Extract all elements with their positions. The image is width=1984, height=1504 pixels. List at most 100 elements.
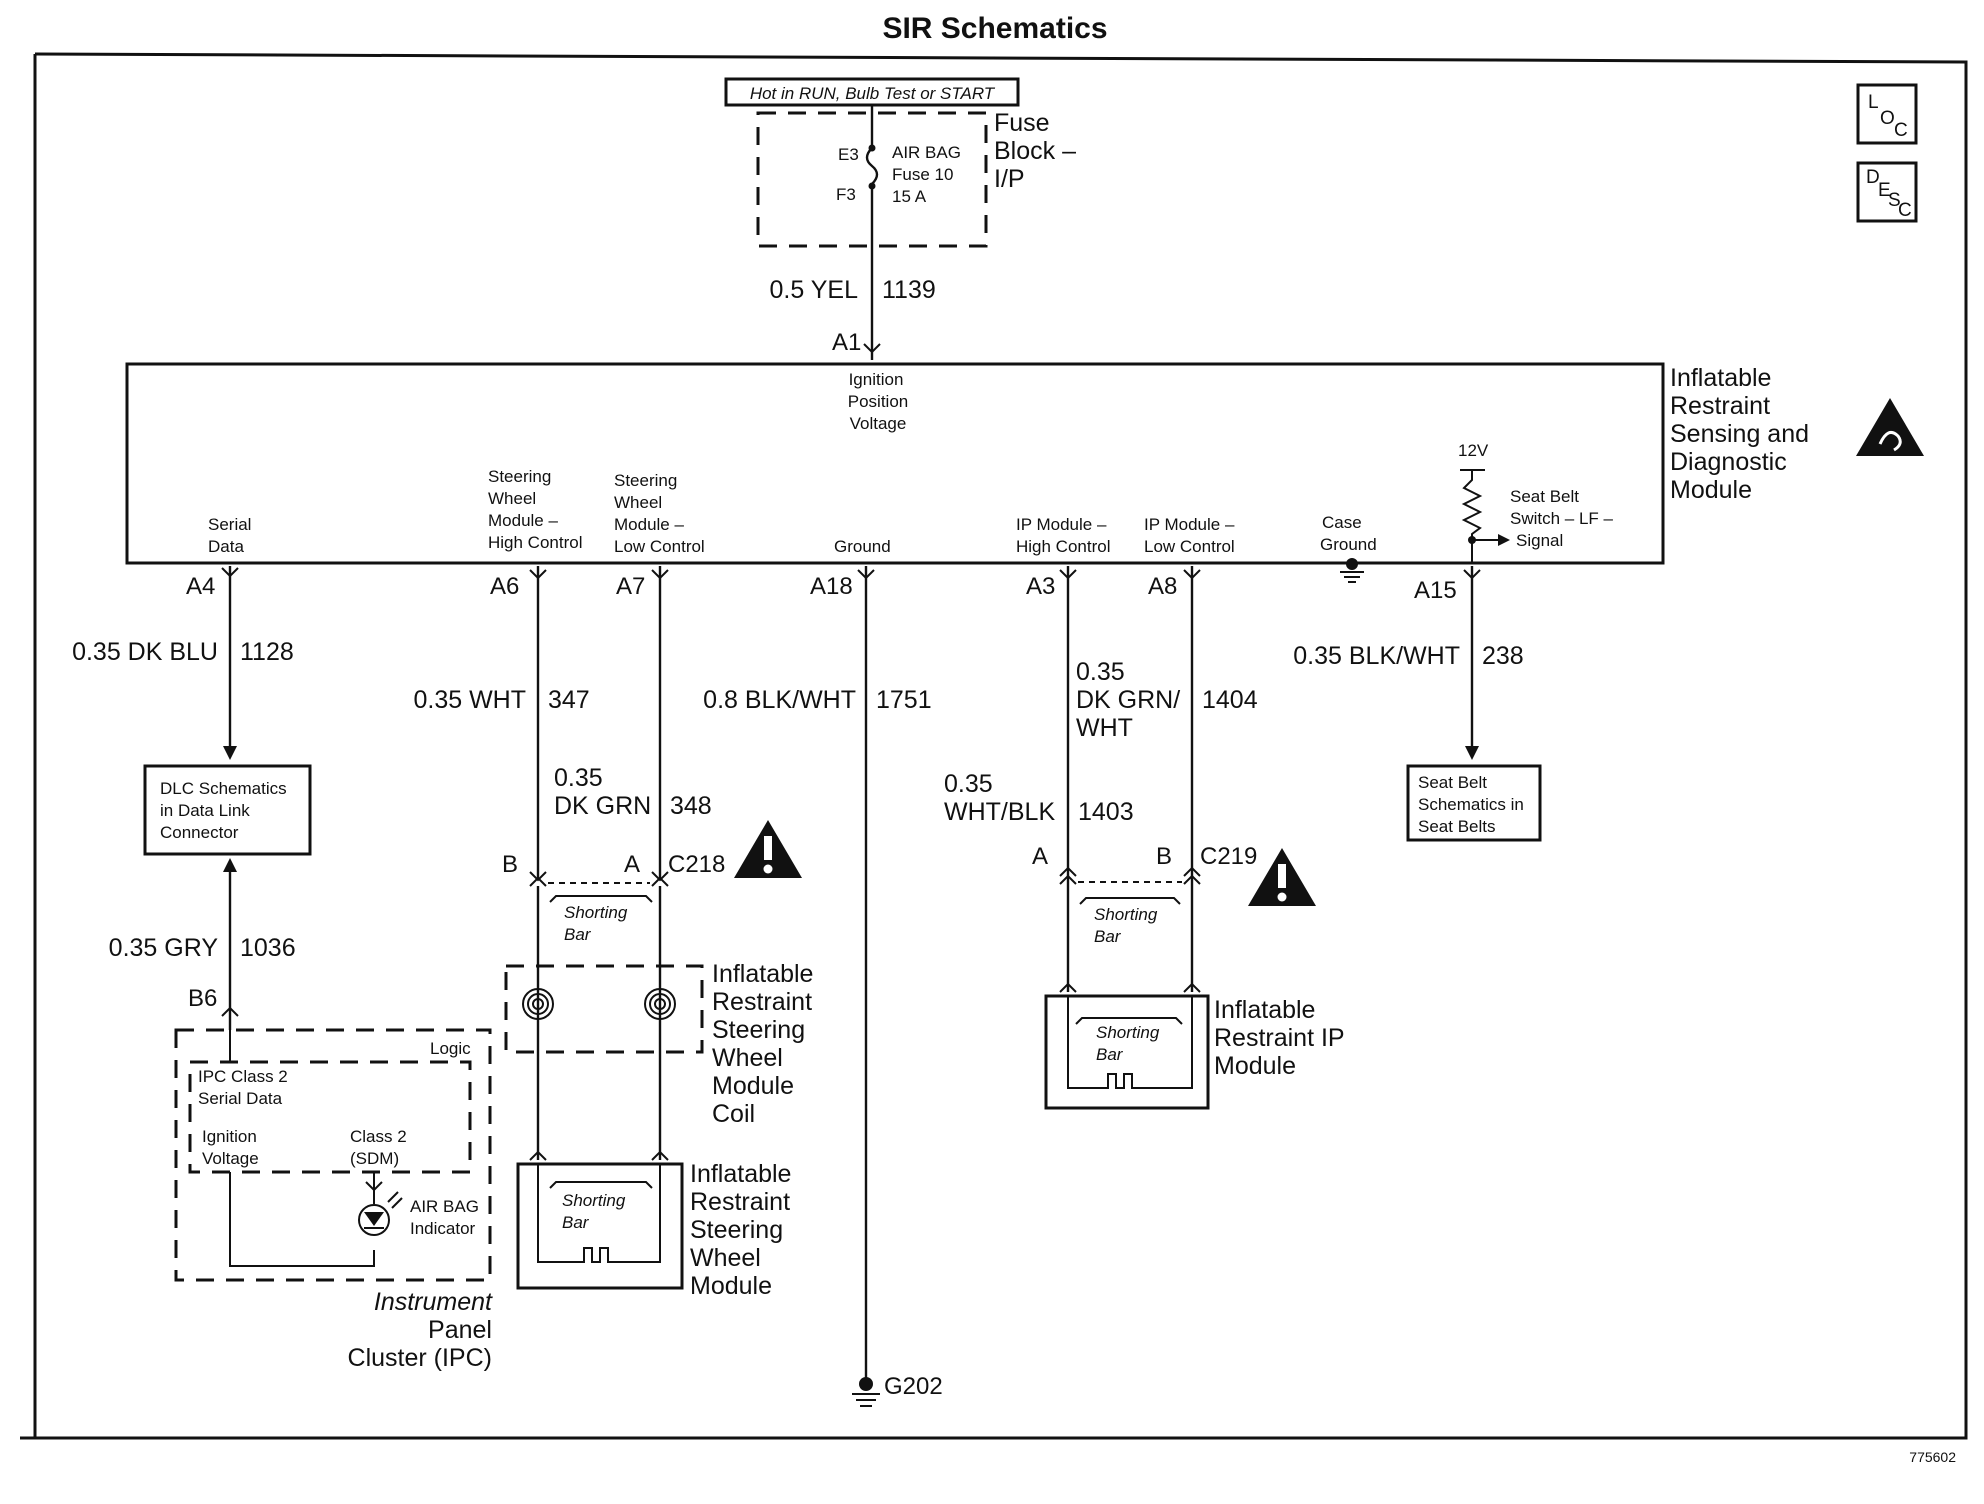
svg-text:O: O bbox=[1880, 108, 1895, 129]
ipc-indicator-circuit bbox=[229, 1172, 375, 1267]
wire-1403-circuit: 1403 bbox=[1078, 798, 1134, 826]
ipc-airbag-indicator-2: Indicator bbox=[410, 1219, 476, 1238]
wire-1139-circuit: 1139 bbox=[882, 276, 936, 304]
seat-belt-box-3: Seat Belts bbox=[1418, 817, 1496, 836]
sdm-name-5: Module bbox=[1670, 476, 1752, 504]
sdm-12v-label: 12V bbox=[1458, 441, 1489, 460]
wire-1139-color: 0.5 YEL bbox=[769, 276, 858, 304]
sw-module-shorting-bar bbox=[549, 1181, 653, 1189]
sdm-case-ground-1: Case bbox=[1322, 513, 1362, 532]
dlc-line-1: DLC Schematics bbox=[160, 779, 287, 798]
wire-1036-arrow bbox=[223, 858, 237, 872]
c218-label: C218 bbox=[668, 851, 725, 878]
seat-belt-box-2: Schematics in bbox=[1418, 795, 1524, 814]
sdm-name-2: Restraint bbox=[1670, 392, 1770, 420]
sw-module-squib bbox=[537, 1164, 661, 1263]
sw-coil-name-3: Steering bbox=[712, 1016, 805, 1044]
pin-a7: A7 bbox=[616, 573, 645, 600]
ip-module-shorting-1: Shorting bbox=[1096, 1023, 1160, 1042]
description-badge[interactable]: D E S C bbox=[1856, 161, 1918, 223]
c219-label: C219 bbox=[1200, 843, 1257, 870]
sw-module-name-1: Inflatable bbox=[690, 1160, 791, 1188]
fuse-pin-e3: E3 bbox=[838, 145, 859, 164]
sdm-ip-high-1: IP Module – bbox=[1016, 515, 1107, 534]
ipc-class2-marker bbox=[365, 1181, 383, 1192]
wire-1128-circuit: 1128 bbox=[240, 638, 294, 666]
pin-a1-marker bbox=[863, 343, 881, 354]
sdm-serial-data-2: Data bbox=[208, 537, 244, 556]
seat-belt-schematics-box[interactable] bbox=[1406, 764, 1542, 842]
ip-module-shorting-bar bbox=[1075, 1017, 1183, 1025]
sw-module-shorting-1: Shorting bbox=[562, 1191, 626, 1210]
ground-g202-symbol bbox=[852, 1377, 880, 1407]
ipc-name-3: Cluster (IPC) bbox=[348, 1344, 492, 1372]
svg-text:L: L bbox=[1868, 92, 1879, 113]
dlc-schematics-box[interactable] bbox=[143, 764, 312, 856]
sw-module-shorting-2: Bar bbox=[562, 1213, 590, 1232]
sdm-sw-high-4: High Control bbox=[488, 533, 583, 552]
sdm-ignition-1: Ignition bbox=[849, 370, 904, 389]
sdm-name-1: Inflatable bbox=[1670, 364, 1771, 392]
c218-shorting-2: Bar bbox=[564, 925, 592, 944]
ip-module-squib bbox=[1067, 996, 1193, 1089]
sdm-seat-belt-3: Signal bbox=[1516, 531, 1563, 550]
sw-module-name-5: Module bbox=[690, 1272, 772, 1300]
seat-belt-box-1: Seat Belt bbox=[1418, 773, 1487, 792]
c219-b-bottom bbox=[1183, 874, 1201, 885]
sw-coil-right-icon bbox=[644, 988, 676, 1020]
ipc-name-2: Panel bbox=[428, 1316, 492, 1344]
c218-shorting-bar bbox=[549, 895, 653, 903]
ip-module-name-3: Module bbox=[1214, 1052, 1296, 1080]
c219-shorting-1: Shorting bbox=[1094, 905, 1158, 924]
sdm-name-4: Diagnostic bbox=[1670, 448, 1787, 476]
fuse-line-2: Fuse 10 bbox=[892, 165, 953, 184]
c218-pin-a: A bbox=[624, 851, 640, 878]
ipc-ignition-1: Ignition bbox=[202, 1127, 257, 1146]
sw-module-pin-right bbox=[651, 1150, 669, 1161]
reference-number: 775602 bbox=[1909, 1449, 1956, 1465]
sdm-ip-high-2: High Control bbox=[1016, 537, 1111, 556]
sw-coil-name-2: Restraint bbox=[712, 988, 812, 1016]
pin-a3: A3 bbox=[1026, 573, 1055, 600]
pin-a15: A15 bbox=[1414, 577, 1457, 604]
svg-text:S: S bbox=[1888, 190, 1901, 211]
c218-a-bottom bbox=[651, 876, 669, 887]
c218-a-top bbox=[651, 871, 669, 882]
sw-module-pin-left bbox=[529, 1150, 547, 1161]
c218-warning-icon bbox=[734, 820, 802, 878]
sw-module-name-3: Steering bbox=[690, 1216, 783, 1244]
sdm-ignition-3: Voltage bbox=[850, 414, 907, 433]
sdm-case-ground-2: Ground bbox=[1320, 535, 1377, 554]
ip-module-box bbox=[1044, 994, 1210, 1110]
wire-238-color: 0.35 BLK/WHT bbox=[1293, 642, 1460, 670]
c219-pin-a: A bbox=[1032, 843, 1048, 870]
sdm-ignition-2: Position bbox=[848, 392, 908, 411]
ip-module-shorting-2: Bar bbox=[1096, 1045, 1124, 1064]
pin-a6: A6 bbox=[490, 573, 519, 600]
fuse-pin-e3-dot bbox=[868, 144, 876, 152]
c219-pin-b: B bbox=[1156, 843, 1172, 870]
page-title: SIR Schematics bbox=[882, 12, 1107, 45]
sdm-sw-high-2: Wheel bbox=[488, 489, 536, 508]
pin-a18: A18 bbox=[810, 573, 853, 600]
ipc-class2-1: Class 2 bbox=[350, 1127, 407, 1146]
wire-1403-color-2: WHT/BLK bbox=[944, 798, 1055, 826]
c219-a-bottom bbox=[1059, 874, 1077, 885]
pin-b6-marker bbox=[221, 1006, 239, 1017]
c219-shorting-2: Bar bbox=[1094, 927, 1122, 946]
sw-module-name-2: Restraint bbox=[690, 1188, 790, 1216]
c218-shorting-1: Shorting bbox=[564, 903, 628, 922]
ipc-class2-2: (SDM) bbox=[350, 1149, 399, 1168]
sdm-name-3: Sensing and bbox=[1670, 420, 1809, 448]
fuse-pin-f3: F3 bbox=[836, 185, 856, 204]
ip-module-pin-right bbox=[1183, 982, 1201, 993]
wire-1404-color-2: DK GRN/ bbox=[1076, 686, 1180, 714]
c218-b-bottom bbox=[529, 876, 547, 887]
pin-a8: A8 bbox=[1148, 573, 1177, 600]
c219-a-top bbox=[1059, 866, 1077, 877]
svg-text:D: D bbox=[1866, 167, 1880, 188]
ipc-logic-label: Logic bbox=[430, 1039, 471, 1058]
location-badge[interactable]: L O C bbox=[1856, 83, 1918, 145]
